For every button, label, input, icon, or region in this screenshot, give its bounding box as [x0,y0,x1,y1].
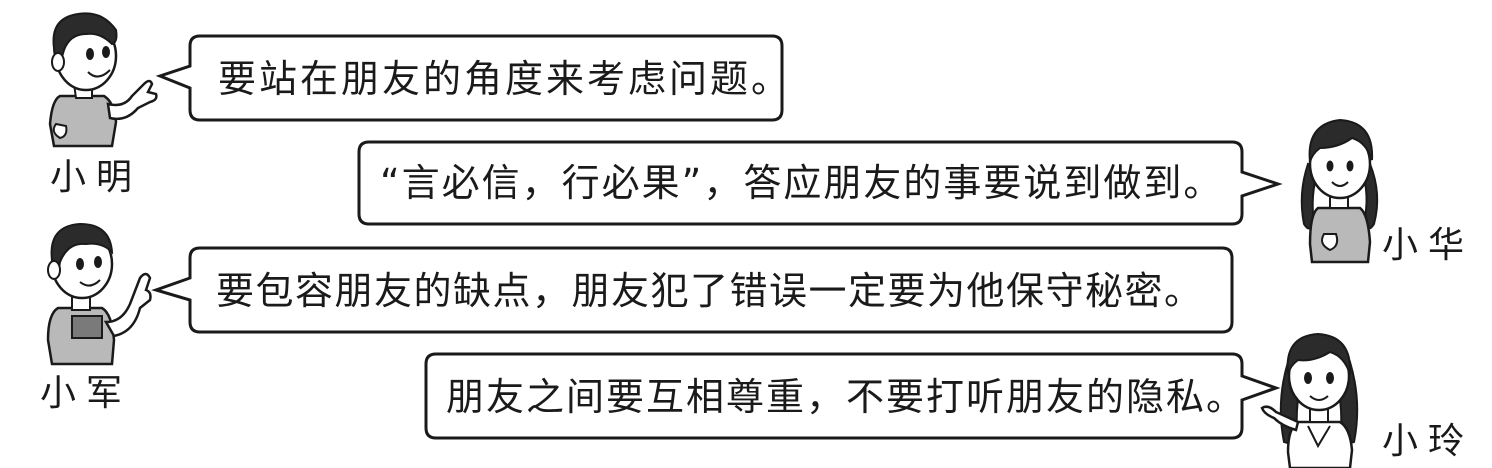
speech-bubble-2-text: “言必信，行必果”，答应朋友的事要说到做到。 [380,161,1224,205]
speech-bubble-3 [151,246,1234,334]
girl-braids-icon [1300,118,1379,264]
character-name-xiaoming: 小明 [50,157,143,198]
boy-waving-icon [46,222,152,366]
character-name-xiaojun: 小军 [40,373,133,414]
character-name-xiaoling: 小玲 [1382,421,1475,462]
speech-bubble-3-text: 要包容朋友的缺点，朋友犯了错误一定要为他保守秘密。 [216,269,1204,313]
girl-long-hair-icon [1260,332,1359,468]
speech-bubble-1 [155,34,784,122]
character-name-xiaohua: 小华 [1382,225,1475,266]
boy-pointing-icon [48,12,158,148]
speech-bubble-1-text: 要站在朋友的角度来考虑问题。 [218,57,793,101]
speech-bubble-4-text: 朋友之间要互相尊重，不要打听朋友的隐私。 [446,375,1247,419]
speech-bubble-4 [424,352,1281,440]
speech-bubble-2 [357,140,1283,226]
